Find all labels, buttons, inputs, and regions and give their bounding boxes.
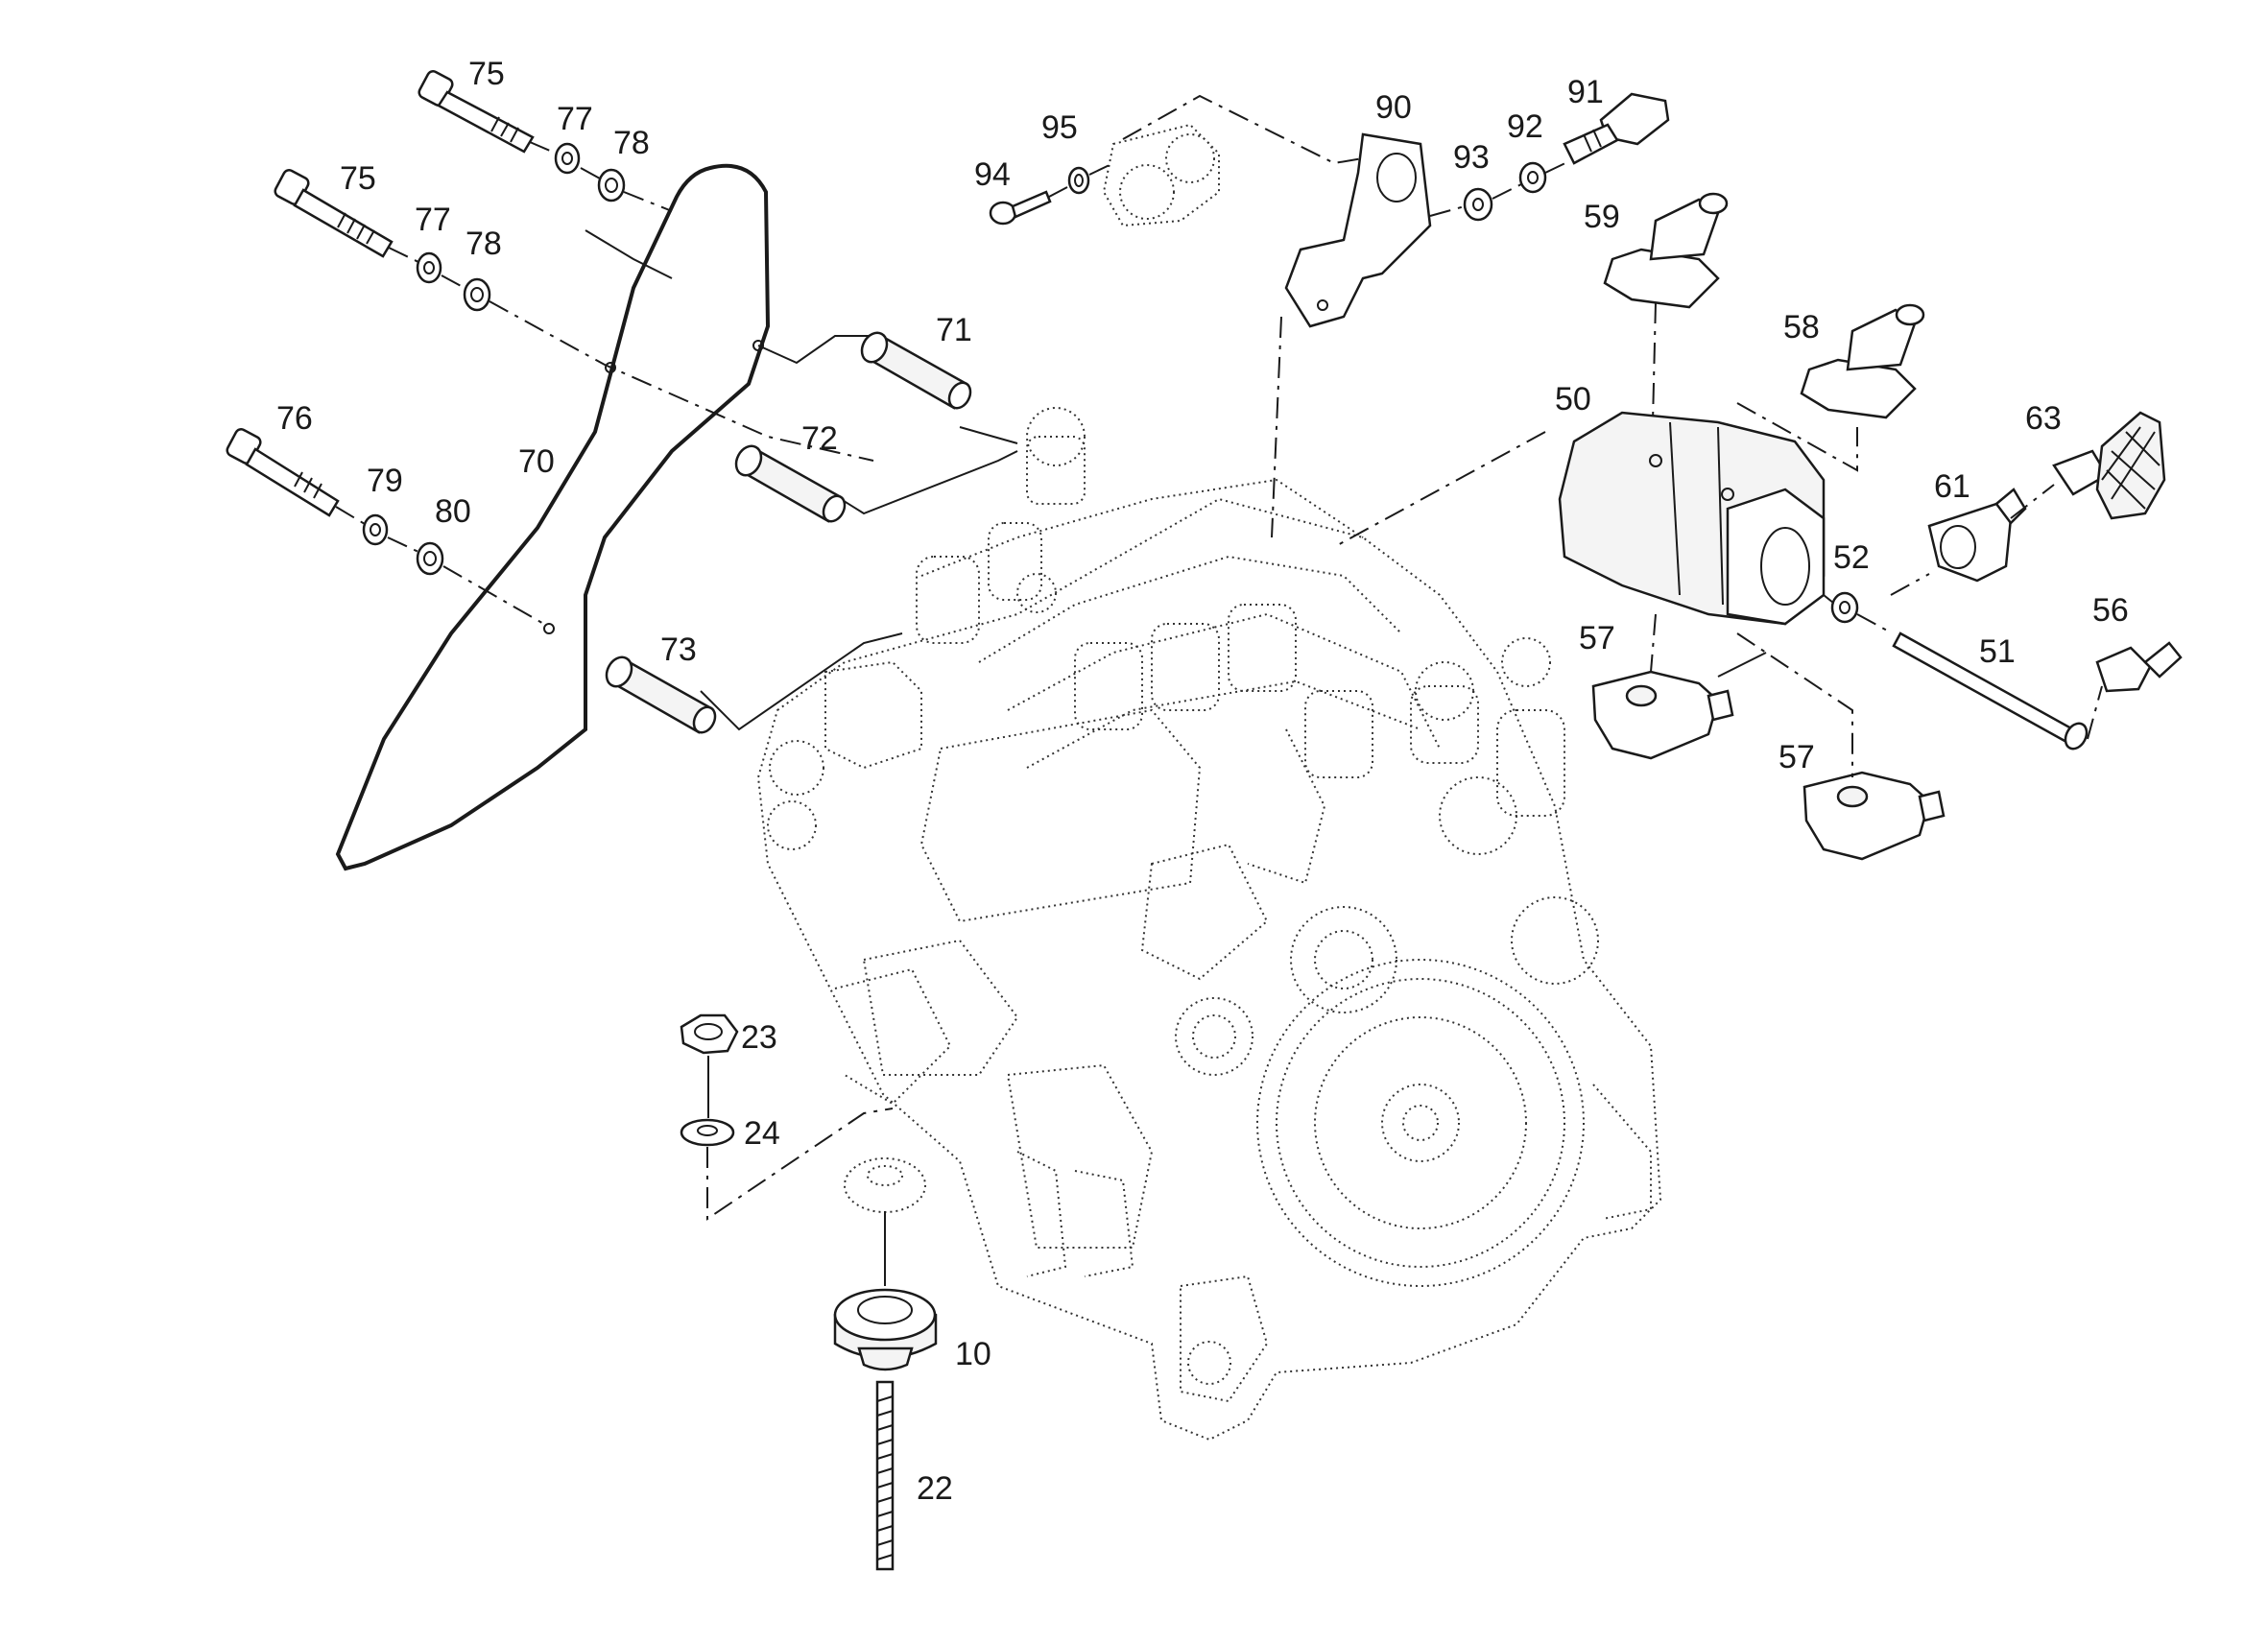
callout-77-upper: 77 — [557, 101, 593, 137]
washer-78-lower — [463, 277, 491, 312]
callout-24: 24 — [744, 1115, 780, 1152]
callout-10: 10 — [955, 1336, 991, 1372]
callout-23: 23 — [741, 1019, 777, 1056]
callout-58: 58 — [1783, 309, 1820, 345]
fitting-61 — [1927, 488, 2027, 583]
top-group-leader-lines — [1048, 94, 1570, 538]
hose-end-63 — [2052, 411, 2166, 520]
callout-59: 59 — [1584, 199, 1620, 235]
callout-80: 80 — [435, 493, 471, 530]
callout-77-lower: 77 — [415, 202, 451, 238]
flange-57-lower — [1802, 771, 1946, 861]
callout-56: 56 — [2092, 592, 2129, 629]
washer-92 — [1518, 161, 1547, 194]
callout-63: 63 — [2025, 400, 2062, 437]
callout-50: 50 — [1555, 381, 1591, 417]
callout-76: 76 — [276, 400, 313, 437]
callout-93: 93 — [1453, 139, 1490, 176]
callout-79: 79 — [367, 463, 403, 499]
sleeve-72 — [734, 444, 847, 523]
callout-94: 94 — [974, 156, 1011, 193]
bolt-76 — [226, 428, 340, 517]
nut-23 — [680, 1013, 739, 1055]
callout-75-upper: 75 — [468, 56, 505, 92]
callout-73: 73 — [660, 631, 697, 668]
washer-78-upper — [597, 168, 626, 203]
callout-labels: 75 77 78 75 77 78 76 79 80 70 71 72 73 9… — [276, 56, 2129, 1507]
sleeve-73 — [605, 655, 717, 734]
sleeve-71 — [860, 331, 972, 410]
fitting-59 — [1603, 192, 1729, 309]
washer-52 — [1830, 591, 1859, 624]
screw-94 — [989, 190, 1052, 226]
washer-80 — [416, 541, 444, 576]
washer-77-upper — [554, 142, 581, 175]
bolt-75-lower — [274, 169, 394, 258]
callout-72: 72 — [801, 420, 838, 457]
callout-90: 90 — [1375, 89, 1412, 126]
stud-22 — [875, 1380, 895, 1571]
pump-group-leader-lines — [1333, 301, 2103, 777]
bolt-91 — [1563, 92, 1670, 165]
callout-52: 52 — [1833, 539, 1870, 576]
callout-75-lower: 75 — [340, 160, 376, 197]
bolt-leader-lines — [335, 141, 1018, 731]
callout-57-upper: 57 — [1579, 620, 1615, 656]
callout-92: 92 — [1507, 108, 1543, 145]
bracket-90 — [1284, 132, 1432, 328]
gasket-plate-70 — [335, 163, 771, 871]
sensor-connector — [1102, 123, 1220, 227]
rubber-mount-10 — [833, 1288, 938, 1371]
callout-51: 51 — [1979, 633, 2016, 670]
washer-77-lower — [416, 251, 442, 284]
callout-78-lower: 78 — [466, 226, 502, 262]
mount-pad — [844, 1157, 926, 1213]
callout-57-lower: 57 — [1779, 739, 1815, 775]
engine-outline — [756, 407, 1662, 1441]
washer-93 — [1463, 187, 1493, 222]
flange-57-upper — [1591, 670, 1734, 760]
mount-leader-lines — [706, 1056, 894, 1286]
bolt-51 — [1892, 631, 2089, 751]
pump-50 — [1558, 411, 1826, 626]
washer-24 — [680, 1118, 735, 1147]
callout-22: 22 — [917, 1470, 953, 1507]
fitting-58 — [1800, 303, 1925, 419]
callout-78-upper: 78 — [613, 125, 650, 161]
callout-61: 61 — [1934, 468, 1970, 505]
washer-79 — [362, 513, 389, 546]
plug-56 — [2095, 641, 2183, 693]
washer-95 — [1067, 166, 1090, 195]
callout-71: 71 — [936, 312, 972, 348]
callout-91: 91 — [1567, 74, 1604, 110]
callout-70: 70 — [518, 443, 555, 480]
bolt-75-upper — [418, 70, 535, 154]
callout-95: 95 — [1041, 109, 1078, 146]
